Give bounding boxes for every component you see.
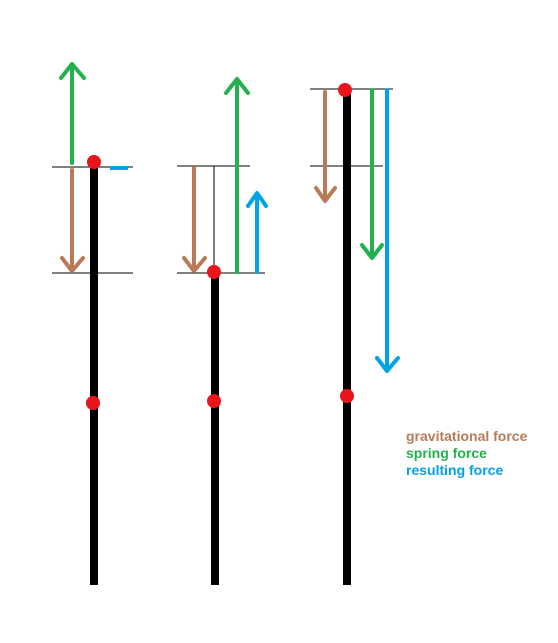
- legend: gravitational force spring force resulti…: [406, 428, 527, 479]
- legend-resulting-force: resulting force: [406, 462, 504, 478]
- spring-force-arrow: [59, 62, 86, 165]
- gravitational-force-arrow: [182, 166, 207, 273]
- resulting-force-arrow: [375, 88, 400, 373]
- figure-2: [177, 77, 268, 585]
- legend-gravitational-force: gravitational force: [406, 428, 528, 444]
- mass-point-middle: [207, 394, 221, 408]
- legend-spring-force: spring force: [406, 445, 487, 461]
- spring-force-arrow: [224, 77, 250, 274]
- gravitational-force-arrow: [314, 90, 337, 203]
- figure-3: [310, 83, 400, 585]
- resulting-force-arrow: [246, 191, 268, 274]
- mass-point-top: [87, 155, 101, 169]
- gravitational-force-arrow: [60, 168, 85, 273]
- mass-point-top: [338, 83, 352, 97]
- figure-1: [52, 62, 133, 585]
- mass-point-top: [207, 265, 221, 279]
- mass-point-middle: [340, 389, 354, 403]
- mass-point-middle: [86, 396, 100, 410]
- spring-force-arrow: [360, 88, 384, 260]
